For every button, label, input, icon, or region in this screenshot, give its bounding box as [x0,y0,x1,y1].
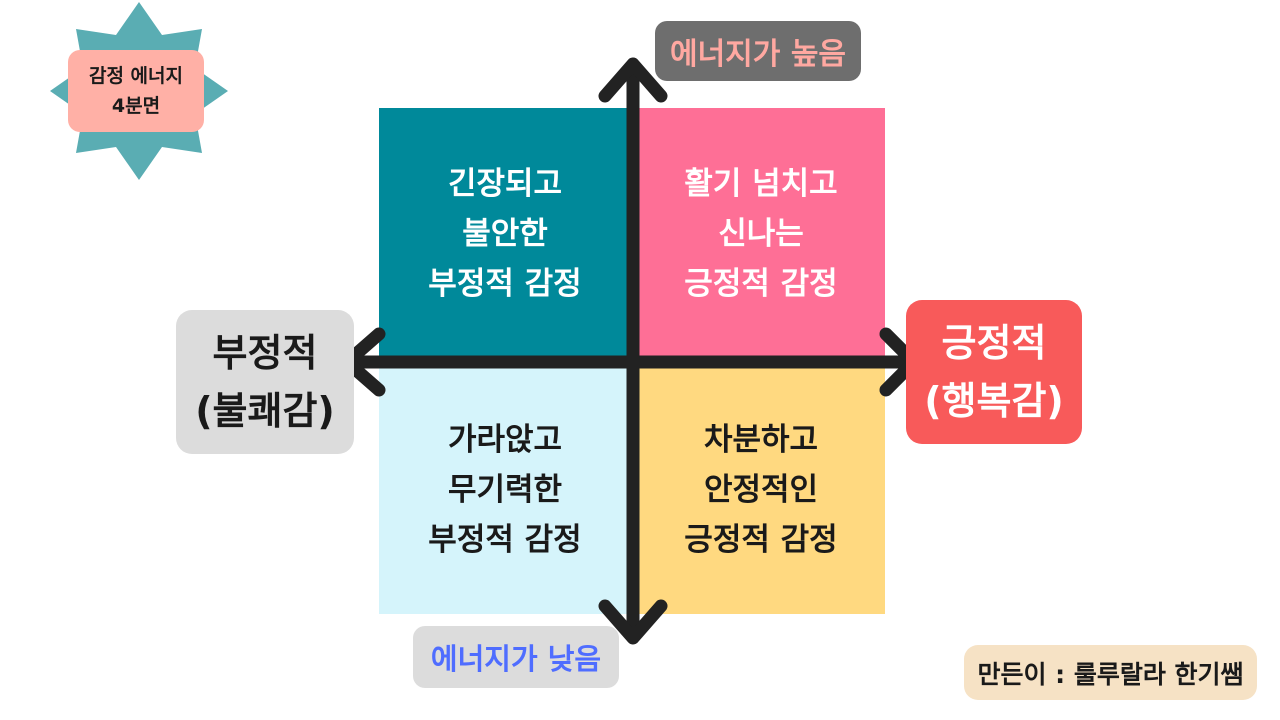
badge-line1: 감정 에너지 [88,65,183,87]
axis-label-bottom: 에너지가 낮음 [413,626,619,688]
quadrant-line: 신나는 [718,216,804,252]
quadrant-bottom-right: 차분하고 안정적인 긍정적 감정 [637,366,885,614]
quadrant-line: 차분하고 [703,422,819,458]
arrow-up-icon [598,57,668,103]
axis-label-right-line2: (행복감) [924,379,1064,423]
axis-label-top-text: 에너지가 높음 [669,37,847,72]
badge-line2: 4분면 [111,95,161,117]
axis-label-bottom-text: 에너지가 낮음 [430,642,602,676]
axis-label-left: 부정적 (불쾌감) [176,310,354,454]
quadrant-line: 부정적 감정 [428,266,582,302]
quadrant-top-left: 긴장되고 불안한 부정적 감정 [379,108,631,360]
badge-label: 감정 에너지 4분면 [68,50,204,132]
axis-label-right-line1: 긍정적 [941,321,1047,365]
credit-text: 만든이 : 룰루랄라 한기쌤 [977,659,1244,689]
axis-label-left-line2: (불쾌감) [195,389,335,433]
quadrant-line: 활기 넘치고 [684,166,838,202]
quadrant-line: 긴장되고 [447,166,563,202]
quadrant-line: 안정적인 [703,472,819,508]
quadrant-line: 긍정적 감정 [684,522,838,558]
axis-label-right: 긍정적 (행복감) [906,300,1082,444]
quadrant-line: 긍정적 감정 [684,266,838,302]
quadrant-line: 불안한 [462,216,548,252]
arrow-down-icon [598,599,668,645]
quadrant-top-right: 활기 넘치고 신나는 긍정적 감정 [637,108,885,360]
quadrant-bottom-left: 가라앉고 무기력한 부정적 감정 [379,366,631,614]
quadrant-line: 부정적 감정 [428,522,582,558]
axis-label-top: 에너지가 높음 [655,21,861,81]
credit-badge: 만든이 : 룰루랄라 한기쌤 [964,645,1257,700]
axis-label-left-line1: 부정적 [212,331,318,375]
quadrant-line: 무기력한 [447,472,563,508]
quadrant-line: 가라앉고 [447,422,563,458]
